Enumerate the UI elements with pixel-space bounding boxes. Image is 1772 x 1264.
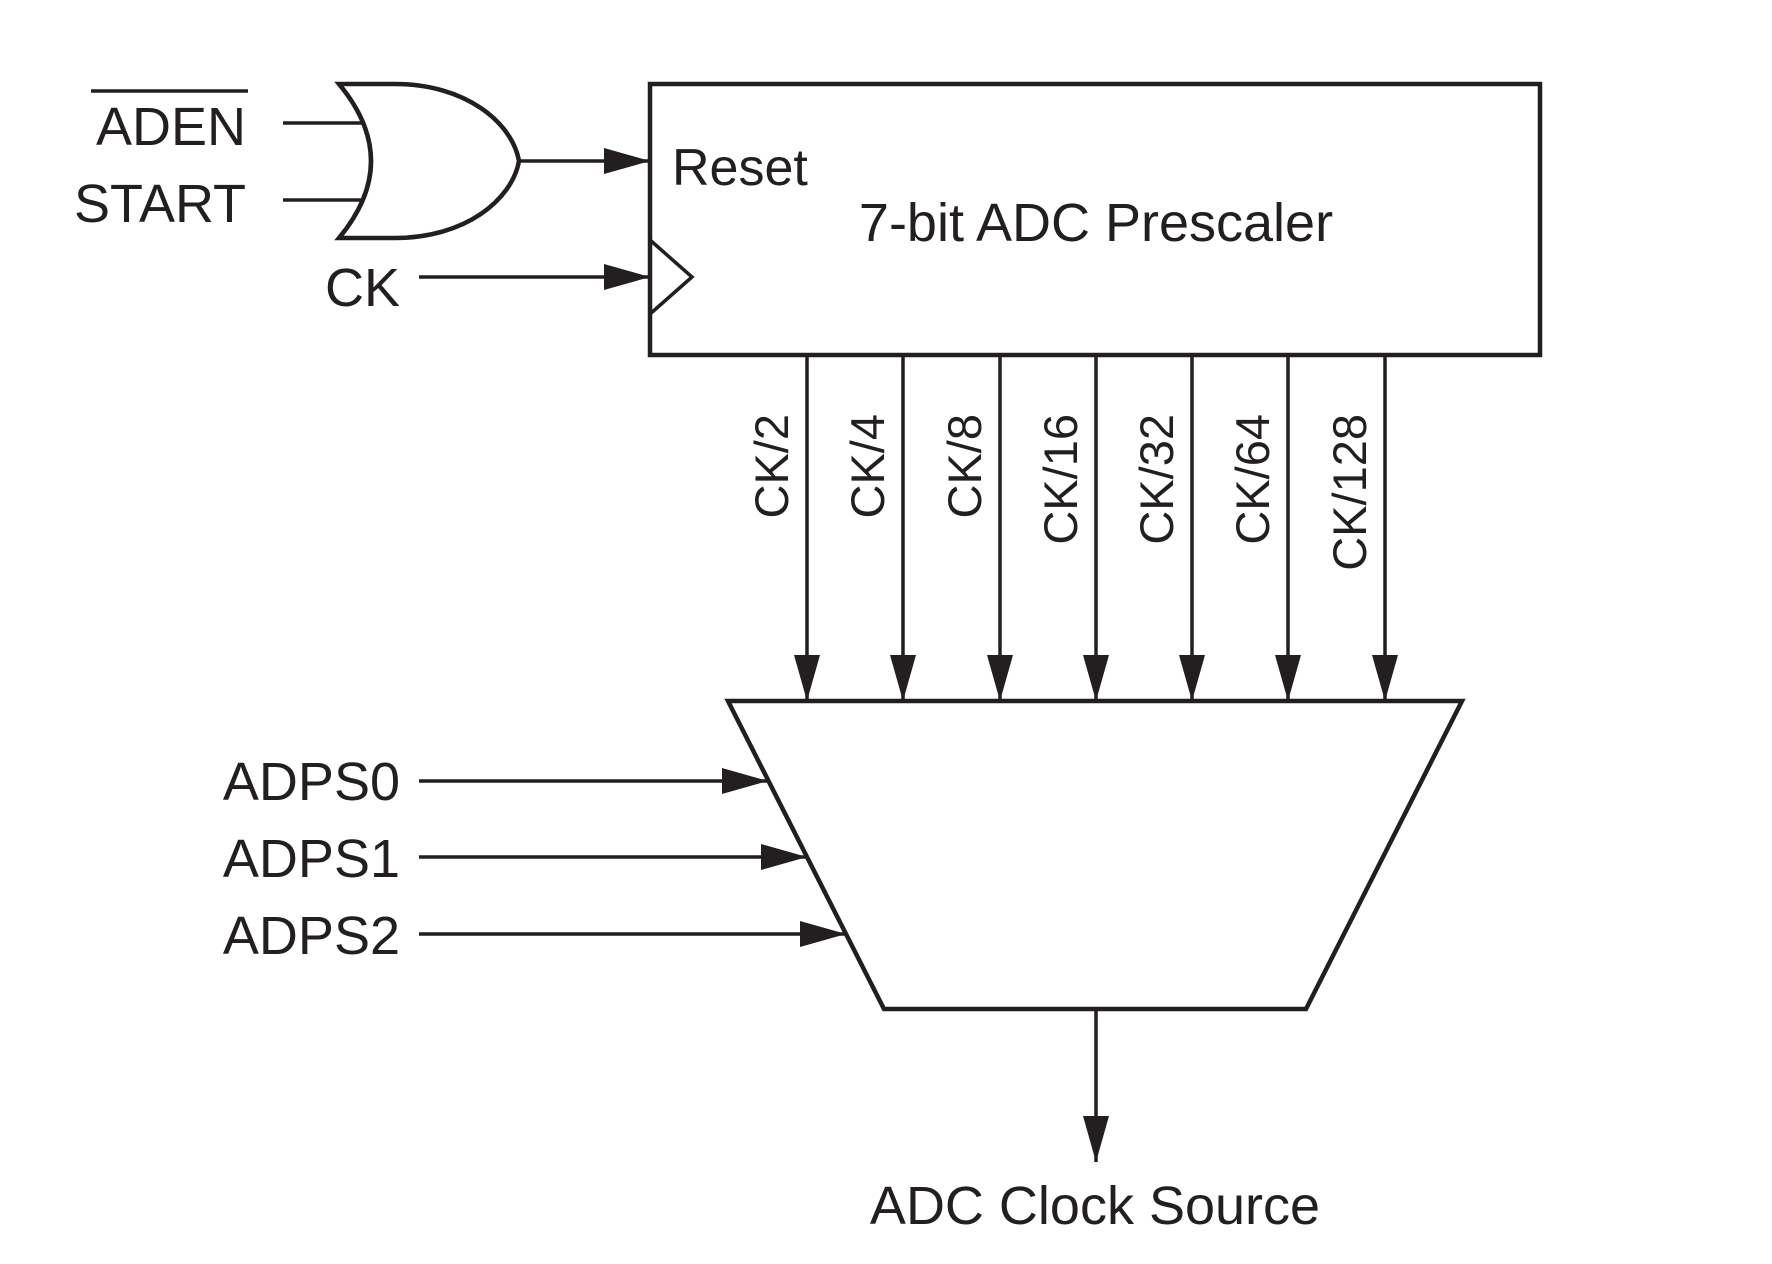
multiplexer	[724, 698, 1466, 1012]
output-label-ck16: CK/16	[1034, 414, 1087, 545]
prescaler-outputs: CK/2 CK/4 CK/8 CK/16 CK/32 CK/64 CK/128	[745, 355, 1398, 701]
adps1-label: ADPS1	[223, 829, 400, 889]
gate-input-aden: ADEN	[91, 89, 364, 157]
output-label-ck2: CK/2	[745, 414, 798, 519]
output-label-ck128: CK/128	[1323, 414, 1376, 571]
output-label-ck32: CK/32	[1130, 414, 1183, 545]
prescaler-title: 7-bit ADC Prescaler	[859, 193, 1333, 253]
clock-input: CK	[325, 258, 650, 318]
or-gate	[334, 81, 522, 241]
gate-input-start: START	[74, 174, 364, 234]
output-label-ck64: CK/64	[1226, 414, 1279, 545]
adc-clock-source-label: ADC Clock Source	[870, 1176, 1320, 1236]
start-label: START	[74, 174, 246, 234]
adps0-label: ADPS0	[223, 752, 400, 812]
output-label-ck8: CK/8	[938, 414, 991, 519]
ck-label: CK	[325, 258, 400, 318]
select-input-adps2: ADPS2	[223, 906, 846, 966]
prescaler-block: Reset 7-bit ADC Prescaler	[647, 81, 1543, 358]
clock-triangle-icon	[648, 238, 695, 316]
reset-label: Reset	[672, 139, 808, 197]
select-input-adps0: ADPS0	[223, 752, 768, 812]
output-label-ck4: CK/4	[841, 414, 894, 519]
select-input-adps1: ADPS1	[223, 829, 807, 889]
aden-label: ADEN	[96, 97, 246, 157]
adps2-label: ADPS2	[223, 906, 400, 966]
